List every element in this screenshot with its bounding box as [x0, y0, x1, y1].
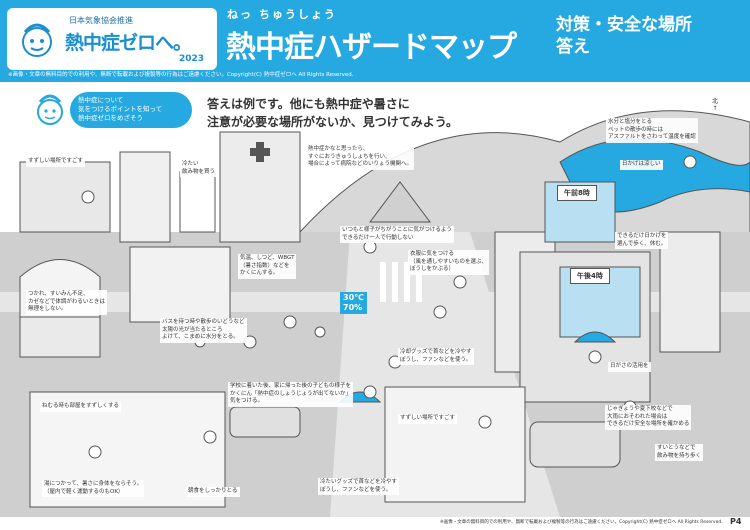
mascot-icon [22, 23, 52, 57]
label-car: じゃぎょうや夏下校などで 大雨におそわれた場合は できるだけ安全な場所を確かめる [605, 405, 692, 430]
label-neighbor: 学校に着いた後、家に帰った後の子どもの様子を かくにん「熱中症のしょうじょうが出… [228, 382, 354, 407]
shop-interior [384, 386, 526, 503]
label-carry-drink: すいとうなどで 飲み物を持ち歩く [655, 444, 704, 461]
copyright: ※画像・文章の無料目的での利用や、無断で転載および複製等の行為はご遠慮ください。… [8, 72, 354, 78]
label-dizzy: 熱中症かなと思ったら、 すぐにおうきゅうしょちを行い、 場合によって病院などのい… [306, 145, 415, 170]
crosswalk [380, 262, 422, 302]
label-bath: 湯につかって、暑さに身体をならそう。 （屋内で軽く運動するのもOK） [42, 480, 145, 497]
header-banner: 日本気象協会推進 熱中症ゼロへ。 2023 ねっ ちゅうしょう 熱中症ハザードマ… [0, 0, 750, 82]
label-wbgt: 気温、しつど、WBGT （暑さ指数）などを かくにんする。 [238, 254, 297, 279]
label-cooling: 冷却グッズで首などを冷やす ぼうし、ファンなどを使う。 [398, 348, 474, 365]
intro-bubble: 熱中症について 気をつけるポイントを知って 熱中症ゼロをめざそう [70, 92, 192, 128]
north-arrow-icon: ↑ [712, 105, 718, 112]
logo: 日本気象協会推進 熱中症ゼロへ。 2023 [7, 8, 217, 70]
north-label: 北 [712, 98, 719, 105]
label-bus: バスを待つ時や散歩のいどうなど 太陽の光が当たるところ よけて、こまめに水分をと… [160, 318, 247, 343]
vending-machine [179, 171, 216, 233]
car-left [229, 406, 301, 438]
label-parasol: 日がさの活用を [608, 362, 651, 372]
answer-line-1: 答えは例です。他にも熱中症や暑さに [207, 97, 410, 111]
intro-line-1: 熱中症について [78, 96, 124, 104]
label-notice-call: いつもと様子がちがうことに気がつけるよう できるだけ一人で行動しない [340, 226, 454, 243]
label-clothes: 衣服に気をつける （風を通しやすいものを選ぶ、 ぼうしをかぶる） [408, 250, 489, 275]
label-tired: つかれ、すいみん不足、 カゼなどで体調がわるいときは 無理をしない。 [26, 290, 107, 315]
title-ruby: ねっ ちゅうしょう [227, 8, 337, 21]
logo-title: 熱中症ゼロへ。 [65, 32, 192, 54]
thermometer-readout: 30℃ 70% [340, 292, 367, 314]
tent [369, 181, 431, 223]
subtitle-line-2: 答え [556, 37, 590, 57]
subtitle-line-1: 対策・安全な場所 [556, 15, 692, 35]
footer-copyright: ※画像・文章の無料目的での利用や、無断で転載および複製等の行為はご遠慮ください。… [440, 520, 723, 525]
label-cold-drink: 冷たい 飲み物を買う [180, 160, 218, 177]
vending-building [119, 151, 171, 243]
mascot-icon [37, 94, 63, 125]
intro-line-3: 熱中症ゼロをめざそう [78, 114, 143, 122]
label-afternoon: 午後4時 [570, 268, 610, 284]
hospital-building [219, 131, 301, 243]
parasol [573, 331, 617, 343]
shop-building [19, 161, 111, 233]
car-right [529, 421, 621, 468]
label-sleep: ねむる時も部屋をすずしくする [40, 402, 122, 412]
logo-org: 日本気象協会推進 [69, 16, 133, 25]
page-subtitle: 対策・安全な場所 答え [556, 14, 692, 58]
label-water-note: 水分と塩分をとる ペットの散歩の時には アスファルトをさわって温度を確認 [606, 118, 698, 143]
page-number: P4 [730, 517, 742, 526]
intro-line-2: 気をつけるポイントを知って [78, 105, 163, 113]
building-right [659, 231, 721, 353]
bus-building [129, 246, 231, 323]
page-title: 熱中症ハザードマップ [226, 30, 517, 65]
label-breakfast: 朝食をしっかりとる [186, 487, 240, 497]
town-illustration [0, 110, 750, 517]
north-indicator: 北 ↑ [712, 96, 718, 112]
answer-note: 答えは例です。他にも熱中症や暑さに 注意が必要な場所がないか、見つけてみよう。 [207, 95, 458, 131]
label-shade-ok: 日かげは涼しい [620, 160, 663, 170]
label-shade-walk: できるだけ日かげを 選んで歩く、休む。 [615, 232, 669, 249]
label-cool-place-1: すずしい場所ですごす [26, 157, 86, 167]
label-cool-place-2: すずしい場所ですごす [398, 414, 458, 424]
label-cooling-2: 冷たいグッズで首などを冷やす ぼうし、ファンなどを使う。 [318, 478, 400, 495]
logo-year: 2023 [179, 54, 205, 64]
answer-line-2: 注意が必要な場所がないか、見つけてみよう。 [207, 115, 459, 129]
label-morning: 午前8時 [557, 185, 597, 201]
